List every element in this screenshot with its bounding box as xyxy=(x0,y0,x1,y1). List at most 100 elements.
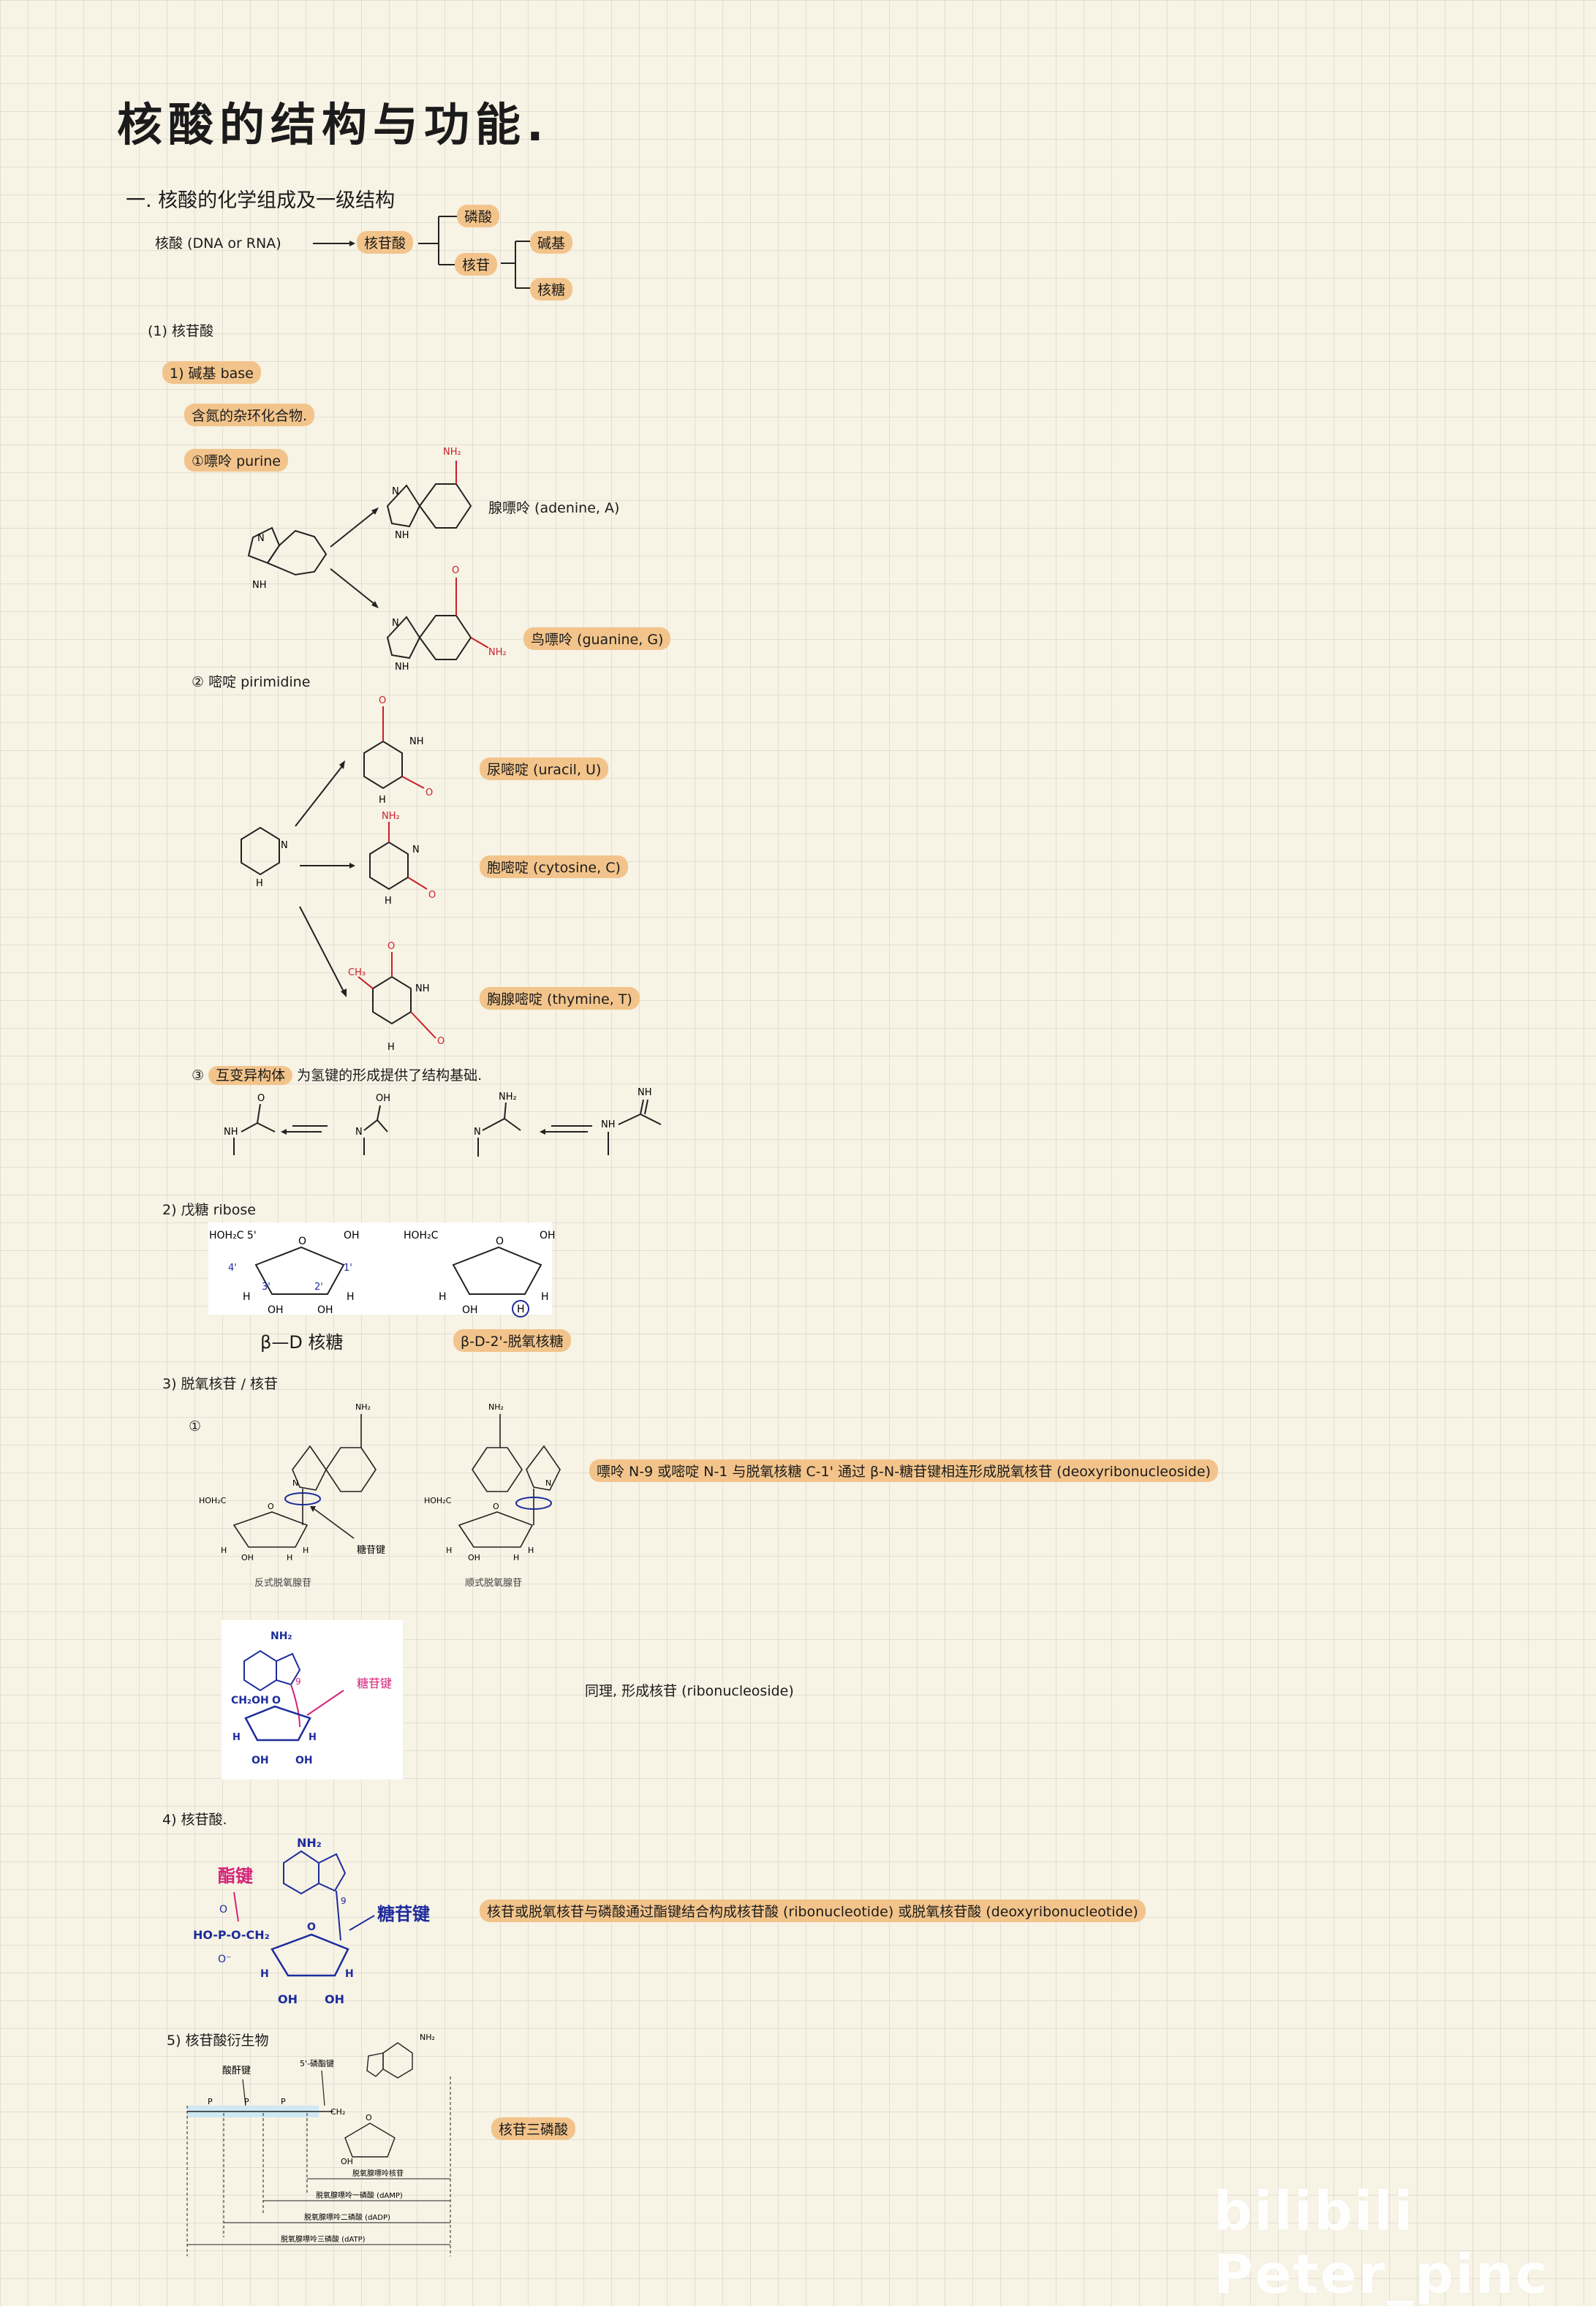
nucleotide-note: 核苷或脱氧核苷与磷酸通过酯键结合构成核苷酸 (ribonucleotide) 或… xyxy=(480,1899,1146,1922)
taut-b-oh: OH xyxy=(376,1093,390,1104)
datp-oh: OH xyxy=(341,2157,353,2166)
anti-bond-label: 糖苷键 xyxy=(357,1544,385,1556)
ribose-oh3: OH xyxy=(317,1304,333,1316)
syn-o: O xyxy=(493,1502,499,1511)
adenosine-nh2: NH₂ xyxy=(271,1630,292,1642)
thymine-atom-o1: O xyxy=(387,941,395,952)
ribonucleoside-note: 同理, 形成核苷 (ribonucleoside) xyxy=(585,1683,794,1699)
adenine-atom-nh: NH xyxy=(395,530,409,541)
anti-caption: 反式脱氧腺苷 xyxy=(254,1578,312,1589)
deoxy-h1: H xyxy=(439,1291,447,1303)
syn-caption: 顺式脱氧腺苷 xyxy=(465,1578,523,1589)
cytosine-label: 胞嘧啶 (cytosine, C) xyxy=(480,855,628,878)
base-note: 含氮的杂环化合物. xyxy=(184,404,315,426)
adenosine-h2: H xyxy=(309,1732,317,1743)
guanine-atom-n: N xyxy=(392,618,399,629)
thymine-atom-h: H xyxy=(387,1042,395,1053)
datp-p3: P xyxy=(281,2097,286,2106)
taut-c-nh2: NH₂ xyxy=(499,1092,517,1103)
nucleotide-heading: 4) 核苷酸. xyxy=(162,1812,227,1828)
nucleotide-h2: H xyxy=(345,1968,354,1980)
syn-oh: OH xyxy=(468,1553,480,1562)
ribose-o: O xyxy=(298,1236,306,1247)
ester5-label: 5'-磷酯键 xyxy=(300,2058,334,2068)
tree-root: 核酸 (DNA or RNA) xyxy=(155,235,281,252)
derivatives-heading: 5) 核苷酸衍生物 xyxy=(167,2033,269,2049)
nucleotide-o-bottom: O⁻ xyxy=(218,1954,231,1965)
taut-d-nh: NH xyxy=(601,1119,616,1130)
ribose-structures: O HOH₂C 5' OH 4' 1' 3' 2' H H OH OH O HO… xyxy=(209,1230,556,1318)
ribose-oh1: OH xyxy=(344,1230,360,1241)
pyrimidine-heading: ② 嘧啶 pirimidine xyxy=(192,674,311,690)
adenosine-o: O xyxy=(272,1695,281,1706)
anhydride-label: 酸酐键 xyxy=(222,2065,251,2076)
nucleoside-num: ① xyxy=(189,1418,202,1434)
tautomer-note: ③ 互变异构体 为氢键的形成提供了结构基础. xyxy=(192,1066,483,1085)
nucleoside-heading: 3) 脱氧核苷 / 核苷 xyxy=(162,1376,279,1392)
tautomer-structures: NH O N OH N NH₂ NH NH xyxy=(224,1087,662,1157)
deoxy-oh2: OH xyxy=(462,1304,478,1316)
adenosine-bond-label: 糖苷键 xyxy=(357,1676,392,1690)
ribose-figure xyxy=(208,1222,552,1315)
syn-hoh2c: HOH₂C xyxy=(424,1496,452,1505)
glycosidic-bond-label: 糖苷键 xyxy=(377,1904,430,1924)
ribose-oh2: OH xyxy=(268,1304,284,1316)
guanine-label: 鸟嘌呤 (guanine, G) xyxy=(523,627,671,650)
cytosine-atom-n: N xyxy=(412,844,420,855)
dATP-label: 脱氧腺嘌呤三磷酸 (dATP) xyxy=(281,2234,366,2244)
cytosine-atom-h: H xyxy=(385,896,392,907)
tree-nucleoside: 核苷 xyxy=(455,253,498,276)
adenosine-h1: H xyxy=(232,1732,241,1743)
purine-structures: N NH N NH NH₂ N NH O NH₂ xyxy=(247,447,507,673)
deoxyribose-label: β-D-2'-脱氧核糖 xyxy=(453,1329,571,1352)
ribose-c4: 4' xyxy=(228,1263,237,1274)
deoxyadenosine-structures: NH₂ N O HOH₂C H H OH H 糖苷键 NH₂ N O HOH₂C… xyxy=(199,1402,561,1562)
nucleotide-nh2: NH₂ xyxy=(297,1836,322,1850)
datp-structure: 酸酐键 5'-磷酯键 P P P CH₂ NH₂ O OH 脱氧腺嘌呤核苷 脱氧… xyxy=(186,2033,451,2256)
adenosine-oh2: OH xyxy=(295,1755,313,1766)
ribose-h2: H xyxy=(347,1291,355,1303)
subsection-heading: (1) 核苷酸 xyxy=(148,323,213,339)
uracil-label: 尿嘧啶 (uracil, U) xyxy=(480,757,609,780)
adenosine-structure: NH₂ 9 糖苷键 CH₂OH O H H OH OH xyxy=(231,1630,392,1766)
pyrimidine-atom-h: H xyxy=(256,878,263,889)
datp-p1: P xyxy=(208,2097,213,2106)
pyrimidine-atom-n: N xyxy=(281,840,288,851)
cytosine-atom-nh2: NH₂ xyxy=(382,811,400,822)
tree-nucleotide: 核苷酸 xyxy=(357,231,414,254)
nucleotide-phosphate: HO-P-O-CH₂ xyxy=(193,1928,270,1942)
deoxy-h3: H xyxy=(517,1304,525,1315)
derivatives-note: 核苷三磷酸 xyxy=(491,2117,576,2140)
syn-h3: H xyxy=(513,1553,519,1562)
syn-h2: H xyxy=(528,1546,534,1555)
deoxy-oh1: OH xyxy=(540,1230,556,1241)
tree-lines xyxy=(313,216,530,289)
ribose-c3: 3' xyxy=(262,1282,271,1293)
nucleotide-oh2: OH xyxy=(325,1992,344,2006)
purine-heading: ①嘌呤 purine xyxy=(184,449,288,472)
ribose-c1: 1' xyxy=(344,1263,352,1274)
taut-c-n: N xyxy=(474,1127,481,1138)
syn-n: N xyxy=(545,1478,551,1488)
anti-nh2: NH₂ xyxy=(355,1402,371,1412)
nucleoside-note: 嘌呤 N-9 或嘧啶 N-1 与脱氧核糖 C-1' 通过 β-N-糖苷键相连形成… xyxy=(589,1459,1219,1482)
nucleotide-oh1: OH xyxy=(278,1992,298,2006)
deoxy-hoh2c: HOH₂C xyxy=(404,1230,439,1241)
syn-h1: H xyxy=(446,1546,452,1555)
base-heading: 1) 碱基 base xyxy=(162,361,261,384)
deoxy-h2: H xyxy=(541,1291,549,1303)
anti-h3: H xyxy=(287,1553,292,1562)
taut-a-nh: NH xyxy=(224,1127,238,1138)
thymine-label: 胸腺嘧啶 (thymine, T) xyxy=(480,987,640,1010)
adenosine-figure xyxy=(222,1620,403,1780)
anti-h1: H xyxy=(221,1546,227,1555)
ribose-h1: H xyxy=(243,1291,251,1303)
ribose-hoh2c5: HOH₂C 5' xyxy=(209,1230,257,1241)
nucleotide-n9: 9 xyxy=(341,1896,347,1906)
datp-o: O xyxy=(366,2113,372,2122)
uracil-atom-h: H xyxy=(379,795,386,806)
uracil-atom-o1: O xyxy=(379,695,386,706)
purine-atom-n: N xyxy=(257,533,265,544)
guanine-atom-nh2: NH₂ xyxy=(488,647,507,658)
syn-nh2: NH₂ xyxy=(488,1402,504,1412)
